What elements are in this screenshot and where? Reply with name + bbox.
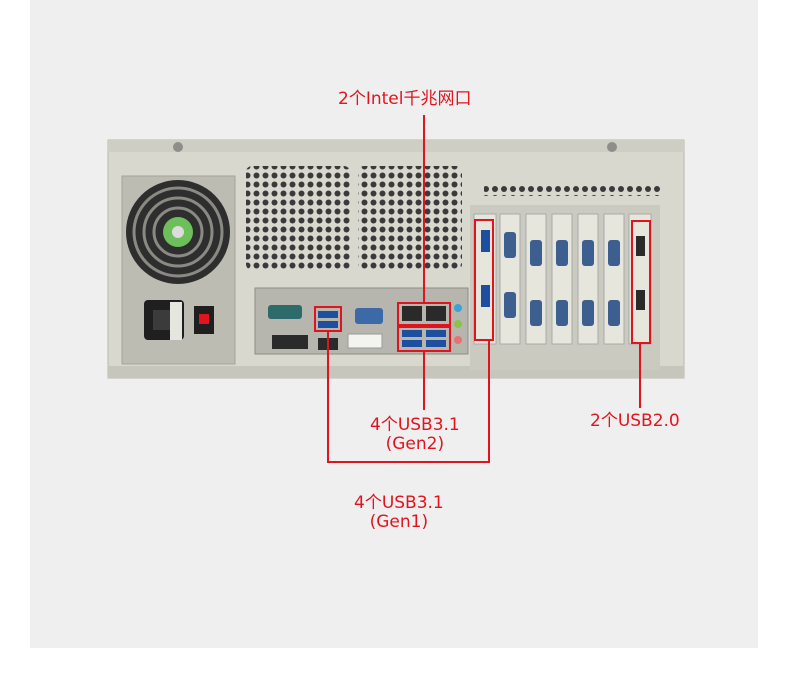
lan-label: 2个Intel千兆网口: [338, 89, 472, 109]
usb31-gen1-label-line1: 4个USB3.1: [354, 493, 444, 513]
fan-vents: [246, 166, 662, 270]
usb31-gen2-label-line2: (Gen2): [385, 434, 445, 454]
callout-lines: [327, 115, 641, 463]
usb31-gen1-card-highlight: [474, 219, 494, 341]
usb20-label: 2个USB2.0: [590, 411, 680, 431]
usb31-gen1-label-line2: (Gen1): [369, 512, 429, 532]
expansion-slots: [470, 205, 660, 370]
usb31-gen2-label-line1: 4个USB3.1: [370, 415, 460, 435]
usb31-gen1-label: 4个USB3.1 (Gen1): [354, 494, 444, 532]
usb31-gen2-label: 4个USB3.1 (Gen2): [370, 416, 460, 454]
io-panel: [254, 287, 469, 355]
power-supply: [121, 175, 236, 365]
